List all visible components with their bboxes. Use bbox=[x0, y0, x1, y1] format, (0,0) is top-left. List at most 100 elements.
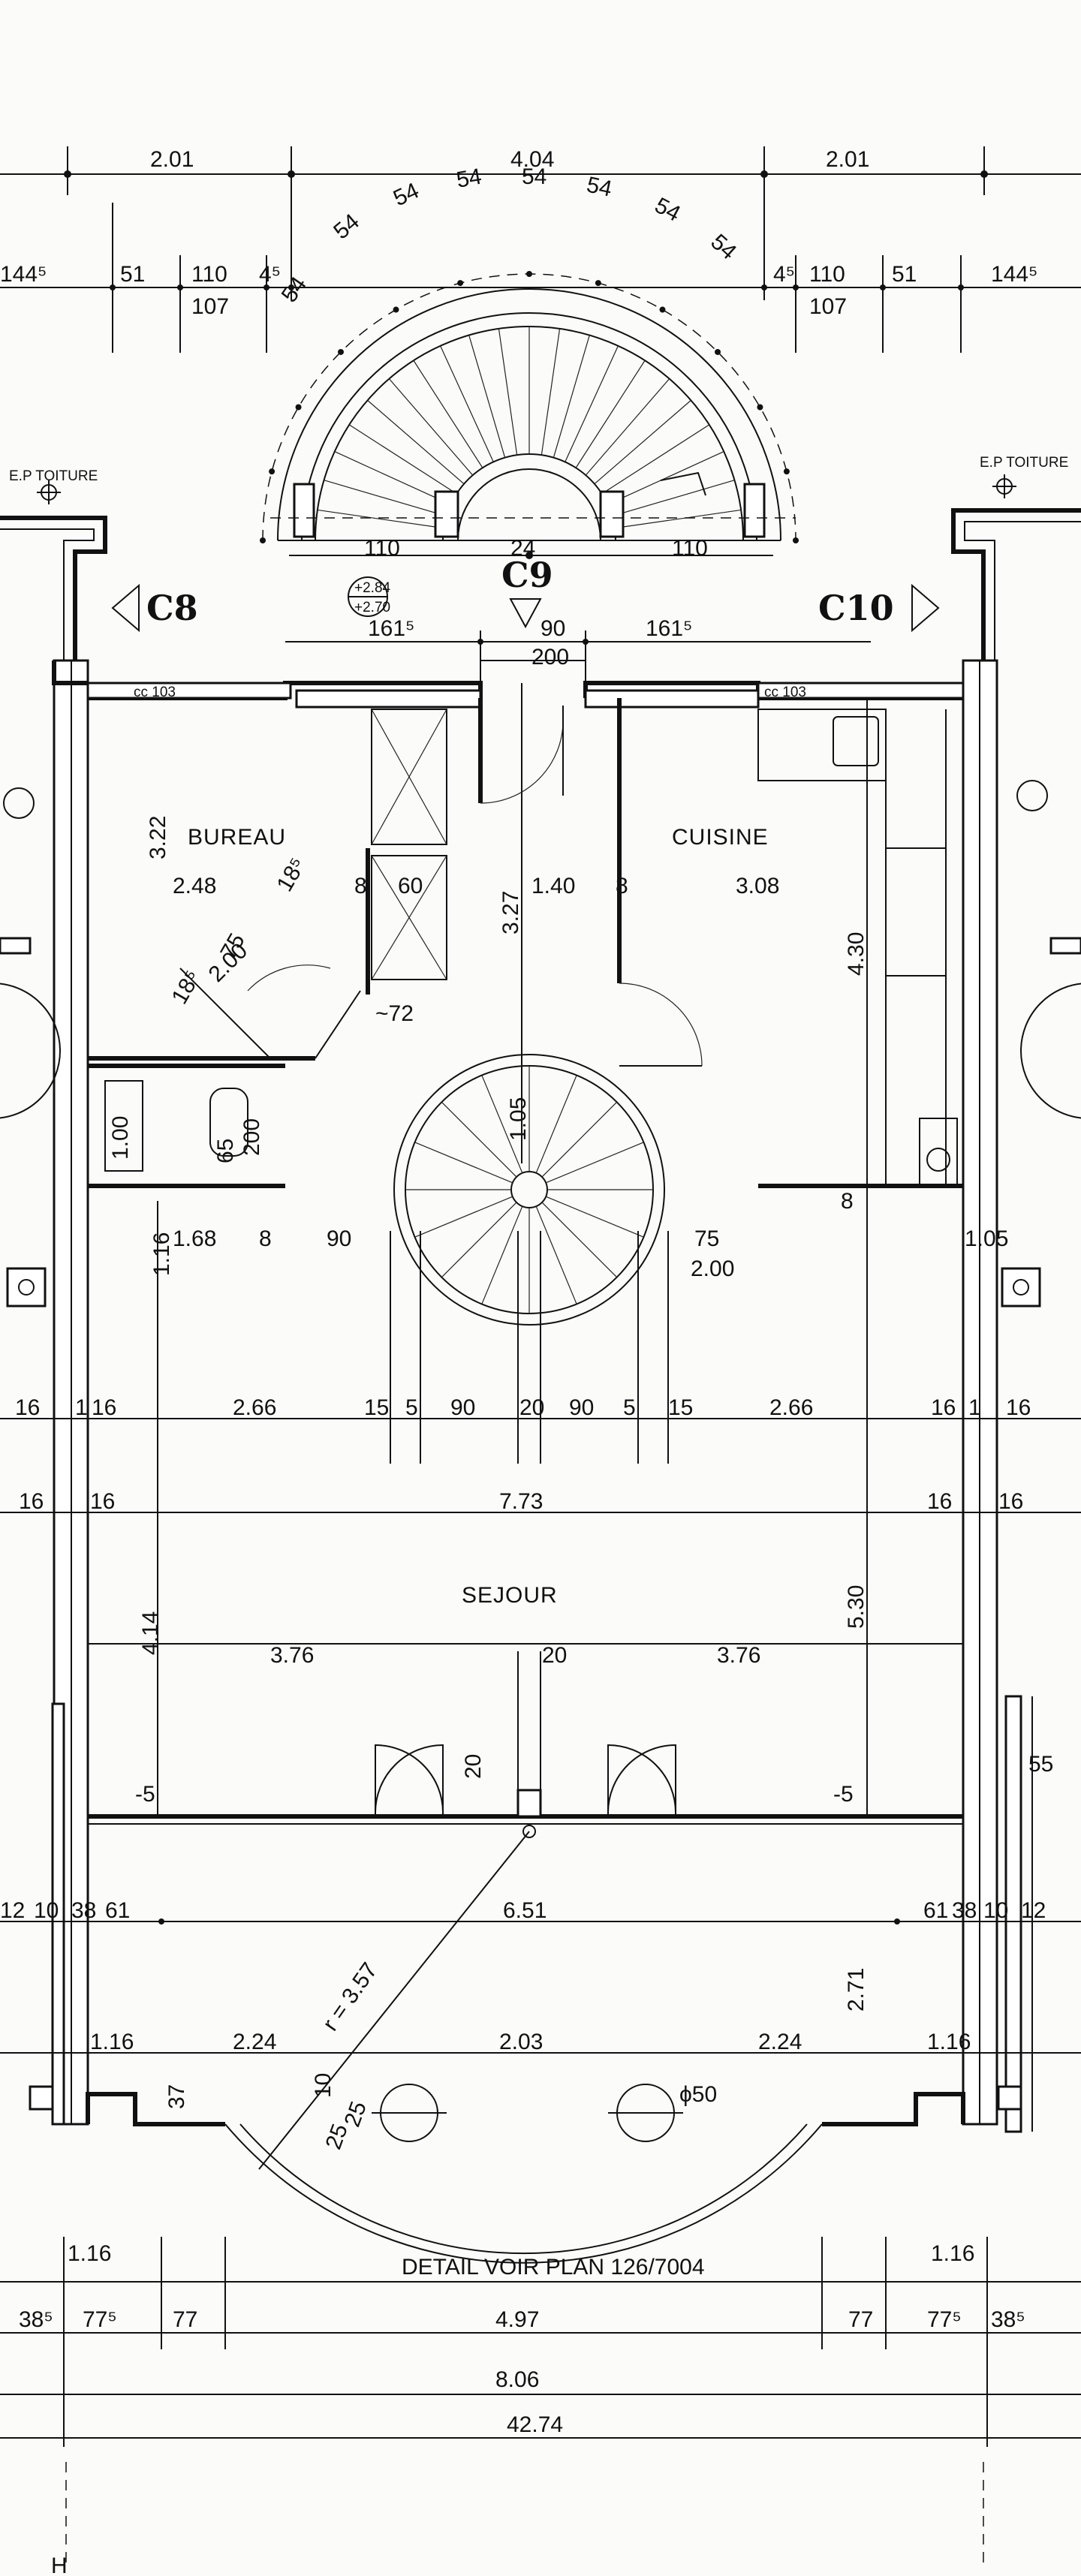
dim-bot-77a: 77 bbox=[173, 2307, 197, 2332]
stair-tread bbox=[612, 480, 735, 517]
level-bottom: +2.70 bbox=[354, 600, 390, 615]
room-cuisine-label: CUISINE bbox=[672, 825, 769, 850]
dim-mid-3: 2.66 bbox=[233, 1395, 276, 1420]
stair-tread bbox=[348, 424, 457, 495]
detail-note: DETAIL VOIR PLAN 126/7004 bbox=[402, 2255, 705, 2280]
stair-tick bbox=[269, 468, 276, 475]
dim-low-25b: 25 bbox=[340, 2098, 372, 2130]
ep-toiture-label-left: E.P TOITURE bbox=[9, 468, 98, 484]
stair-tick bbox=[260, 537, 266, 543]
stair-tread bbox=[565, 345, 619, 462]
spiral-tread bbox=[545, 1142, 644, 1184]
dim-step-1: 54 bbox=[329, 209, 364, 245]
dim-c-200: 200 bbox=[531, 645, 569, 670]
dim-wc-168: 1.68 bbox=[173, 1226, 216, 1251]
dim-corridor-327: 3.27 bbox=[498, 891, 523, 934]
dim-sej-773: 7.73 bbox=[499, 1489, 543, 1514]
dim-low-116a: 1.16 bbox=[90, 2030, 134, 2054]
dim-low-271: 2.71 bbox=[844, 1968, 869, 2012]
dim-step-7: 54 bbox=[706, 230, 741, 265]
dim-r2-8: 51 bbox=[892, 262, 917, 287]
ep-toiture-right: E.P TOITURE bbox=[951, 455, 1081, 661]
stair-tread bbox=[540, 328, 561, 456]
dim-sej-376b: 3.76 bbox=[717, 1643, 760, 1668]
dim-mid-5: 5 bbox=[405, 1395, 418, 1420]
dim-spiral-105: 1.05 bbox=[506, 1097, 531, 1141]
dim-sej-m5b: -5 bbox=[833, 1782, 854, 1807]
dim-sej-376a: 3.76 bbox=[270, 1643, 314, 1668]
dim-mid-14: 16 bbox=[1006, 1395, 1031, 1420]
room-bureau-label: BUREAU bbox=[188, 825, 286, 850]
dim-low-203: 2.03 bbox=[499, 2030, 543, 2054]
stair-tread bbox=[594, 399, 691, 485]
stair-step-ticks bbox=[260, 271, 799, 543]
level-markers: +2.84 +2.70 bbox=[348, 576, 391, 617]
dim-mid-12: 16 bbox=[931, 1395, 956, 1420]
dim-low-10: 10 bbox=[311, 2073, 336, 2098]
stair-tread bbox=[607, 451, 724, 505]
level-top: +2.84 bbox=[354, 580, 391, 596]
stair-tread bbox=[614, 509, 742, 529]
phi50-label: ϕ50 bbox=[679, 2082, 717, 2107]
dim-wc-200b: 2.00 bbox=[691, 1256, 734, 1281]
dim-step-3: 54 bbox=[454, 164, 483, 193]
dim-stair-110-right: 110 bbox=[672, 536, 708, 561]
dim-c-90: 90 bbox=[540, 616, 565, 641]
dim-bot-4274: 42.74 bbox=[507, 2412, 563, 2437]
dim-mid-4: 15 bbox=[364, 1395, 389, 1420]
stair-tread bbox=[317, 509, 444, 529]
dim-bot-775b: 77⁵ bbox=[927, 2307, 962, 2332]
dim-r2-6: 110 bbox=[809, 262, 845, 287]
stair-tread bbox=[575, 360, 646, 468]
dim-sej-20b: 20 bbox=[461, 1754, 486, 1779]
dim-c-right: 161⁵ bbox=[646, 616, 693, 641]
spiral-tread bbox=[541, 1202, 618, 1278]
dim-bot-497: 4.97 bbox=[495, 2307, 539, 2332]
spiral-tread bbox=[414, 1196, 513, 1238]
stair-tread bbox=[498, 328, 518, 456]
spiral-tread bbox=[545, 1196, 644, 1238]
room-bureau: BUREAU 3.22 2.48 8 60 2.00 18⁵ 18⁵ 75 ~7… bbox=[88, 709, 447, 1061]
side-spirals bbox=[0, 937, 1081, 1308]
stair-tick bbox=[526, 271, 532, 277]
stair-tread bbox=[468, 335, 506, 458]
dim-wc-8b: 8 bbox=[841, 1189, 854, 1214]
radius-label: r = 3.57 bbox=[318, 1958, 383, 2036]
dim-mid-8: 90 bbox=[569, 1395, 594, 1420]
dim-bot-77b: 77 bbox=[848, 2307, 873, 2332]
section-marker-c9: C9 bbox=[501, 555, 553, 629]
dim-mid-10: 15 bbox=[668, 1395, 693, 1420]
dim-top-right: 2.01 bbox=[826, 147, 869, 172]
spiral-tread bbox=[535, 1205, 577, 1305]
dim-wc-200: 200 bbox=[239, 1118, 264, 1156]
dim-low-0: 12 bbox=[0, 1898, 25, 1923]
dim-bot-806: 8.06 bbox=[495, 2367, 539, 2392]
dim-cuisine-308: 3.08 bbox=[736, 874, 779, 898]
stair-tread bbox=[553, 335, 590, 458]
dim-sej-16d: 16 bbox=[998, 1489, 1023, 1514]
dim-mid-1: 1 bbox=[75, 1395, 88, 1420]
dim-low-1: 10 bbox=[34, 1898, 59, 1923]
dim-low-7: 10 bbox=[983, 1898, 1008, 1923]
stair-tick bbox=[715, 348, 721, 355]
grand-staircase: 110 24 110 54 54 54 54 54 54 54 54 bbox=[260, 164, 799, 561]
dim-bureau-60: 60 bbox=[398, 874, 423, 898]
spiral-tread bbox=[535, 1075, 577, 1174]
dim-bureau-185a: 18⁵ bbox=[167, 966, 205, 1008]
dim-low-6: 38 bbox=[952, 1898, 977, 1923]
ep-toiture-left: E.P TOITURE bbox=[0, 468, 107, 661]
dim-r2-5: 4⁵ bbox=[773, 262, 795, 287]
dim-bureau-322: 3.22 bbox=[146, 816, 170, 859]
spiral-treads bbox=[405, 1066, 653, 1314]
dim-bureau-248: 2.48 bbox=[173, 874, 216, 898]
dim-wc-65: 65 bbox=[213, 1139, 238, 1163]
stair-tick bbox=[337, 348, 344, 355]
dim-step-8: 54 bbox=[277, 272, 312, 307]
bottom-dimensions: DETAIL VOIR PLAN 126/7004 1.16 1.16 38⁵ … bbox=[0, 2237, 1081, 2576]
dim-mid-13: 1 bbox=[968, 1395, 981, 1420]
dim-sej-530: 5.30 bbox=[844, 1585, 869, 1629]
stair-tread bbox=[585, 378, 670, 476]
grid-h-label: H bbox=[51, 2553, 68, 2576]
dim-top-center: 4.04 bbox=[510, 147, 554, 172]
